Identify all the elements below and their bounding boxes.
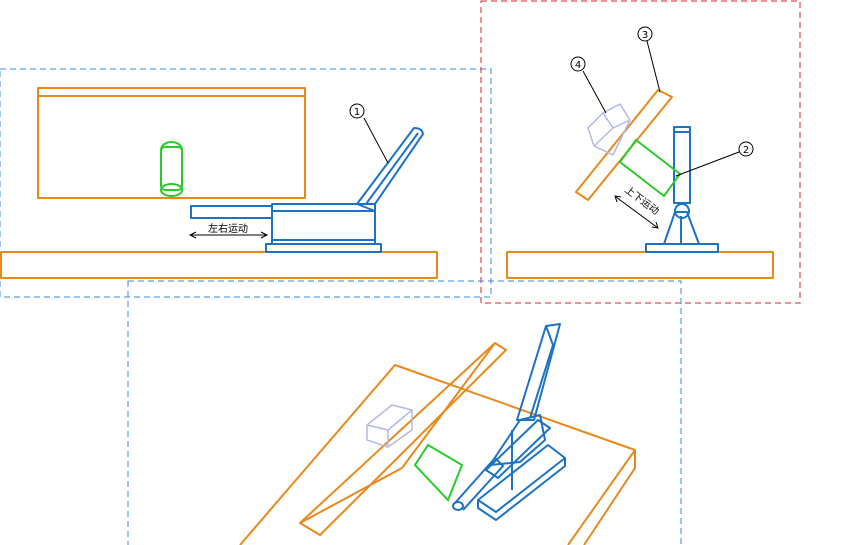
motion-arrow-up-down: 上下运动 [614,184,661,229]
front-green-pin [160,141,183,197]
iso-view [239,323,636,545]
side-green-connector [618,138,682,198]
iso-view-frame [127,280,682,545]
callout-1-label: 1 [354,107,360,118]
callout-2-label: 2 [743,145,749,156]
motion-arrow-left-right: 左右运动 [188,222,269,239]
front-view-frame [0,68,492,298]
side-clamp-stand [645,126,719,253]
side-view-frame [480,0,801,304]
side-base-plate [506,251,774,279]
callout-4: 4 [570,56,607,114]
front-view: 左右运动 1 [0,87,438,279]
iso-lavender-part [366,404,413,448]
iso-base-plate [239,364,636,545]
iso-clamp-assembly [452,323,566,521]
side-tilted-plate [575,89,673,201]
side-view: 上下运动 2 3 4 [506,26,774,279]
callout-4-label: 4 [575,60,581,71]
motion-label-left-right: 左右运动 [208,222,248,235]
front-base-plate [0,251,438,279]
front-clamp-body [190,127,424,253]
callout-1: 1 [349,103,389,164]
iso-green-connector [413,443,464,502]
iso-tilted-plate [299,342,507,536]
front-workpiece [37,87,306,199]
callout-3-label: 3 [642,30,648,41]
callout-3: 3 [637,26,661,93]
side-lavender-part [587,103,631,156]
callout-2: 2 [675,141,754,177]
